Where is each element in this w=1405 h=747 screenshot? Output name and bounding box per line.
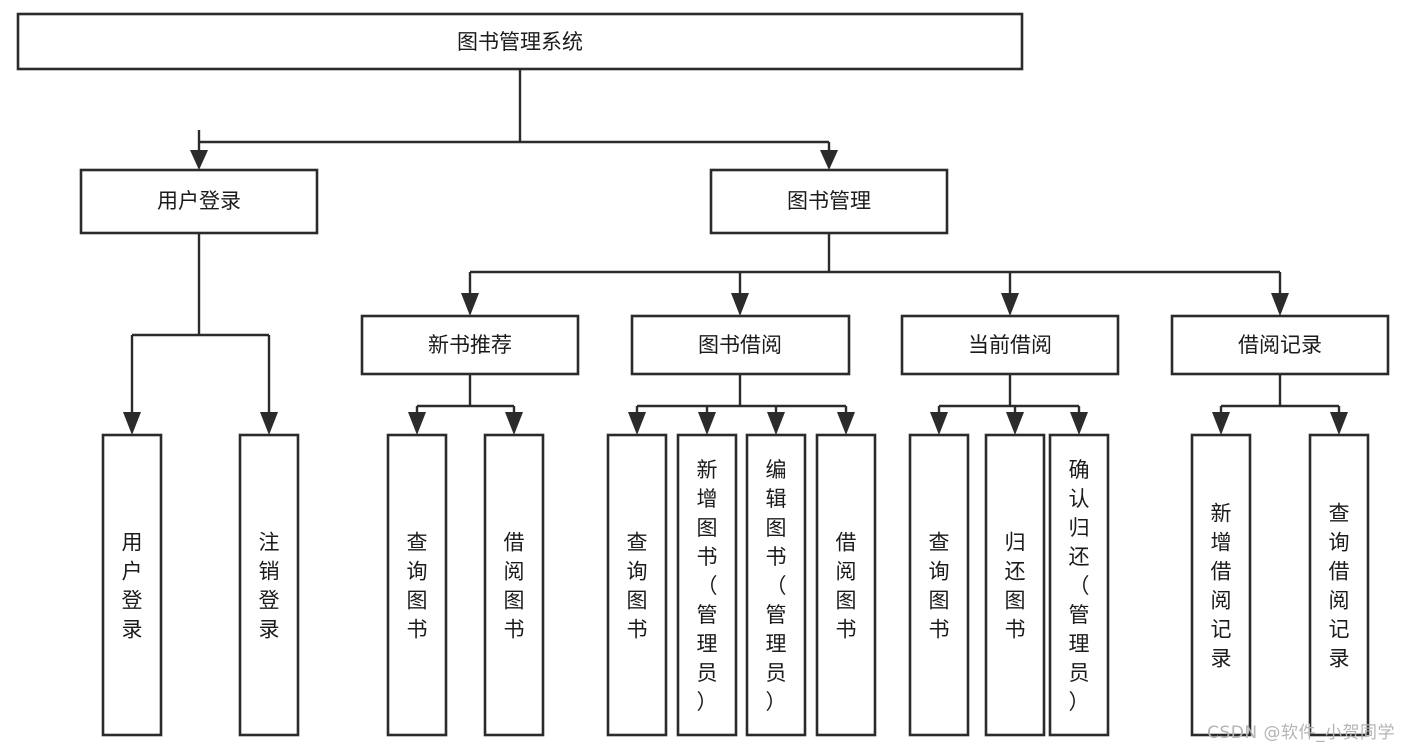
- connector-group-current-borrow-to-leaves: [930, 374, 1088, 435]
- node-leaf-user-login-label: 用户登录: [122, 531, 143, 642]
- arrow-to-leaf-query-book-3: [930, 412, 948, 435]
- node-new-book-recommend-label: 新书推荐: [428, 333, 512, 357]
- node-leaf-return-book-label: 归还图书: [1005, 531, 1026, 642]
- node-leaf-edit-book-admin-box[interactable]: [745, 433, 807, 737]
- node-book-management-box[interactable]: [709, 168, 949, 235]
- node-leaf-logout-login-label: 注销登录: [259, 531, 280, 642]
- node-root-system[interactable]: 图书管理系统: [16, 12, 1024, 71]
- node-leaf-query-book-3[interactable]: 查询图书: [908, 433, 970, 737]
- node-book-borrow[interactable]: 图书借阅: [630, 314, 851, 376]
- leaf-node-layer: 用户登录 注销登录 查询图书 借阅图书 查询图书 新增图书（管理员） 编辑图书（管理员） 借阅…: [101, 433, 1370, 737]
- connector-group-book-management-to-level3: [461, 233, 1289, 316]
- node-leaf-borrow-book-1-label: 借阅图书: [504, 531, 525, 642]
- node-leaf-query-book-1[interactable]: 查询图书: [386, 433, 448, 737]
- arrow-root-to-book-management: [820, 150, 838, 170]
- arrow-to-leaf-return-book: [1006, 412, 1024, 435]
- node-current-borrow[interactable]: 当前借阅: [900, 314, 1120, 376]
- node-leaf-add-borrow-record-box[interactable]: [1190, 433, 1252, 737]
- node-book-borrow-box[interactable]: [630, 314, 851, 376]
- node-current-borrow-label: 当前借阅: [968, 333, 1052, 357]
- node-leaf-query-book-3-box[interactable]: [908, 433, 970, 737]
- arrow-to-leaf-confirm-return-admin: [1070, 412, 1088, 435]
- node-leaf-query-book-2[interactable]: 查询图书: [606, 433, 668, 737]
- node-leaf-edit-book-admin-label: 编辑图书（管理员）: [766, 458, 787, 714]
- node-leaf-edit-book-admin[interactable]: 编辑图书（管理员）: [745, 433, 807, 737]
- node-leaf-return-book[interactable]: 归还图书: [984, 433, 1046, 737]
- arrow-to-leaf-edit-book-admin: [767, 412, 785, 435]
- arrow-to-current-borrow: [1001, 293, 1019, 316]
- node-leaf-confirm-return-admin-label: 确认归还（管理员）: [1069, 458, 1090, 714]
- node-leaf-borrow-book-1[interactable]: 借阅图书: [483, 433, 545, 737]
- node-leaf-logout-login[interactable]: 注销登录: [238, 433, 300, 737]
- node-current-borrow-box[interactable]: [900, 314, 1120, 376]
- node-borrow-record[interactable]: 借阅记录: [1170, 314, 1390, 376]
- node-user-login[interactable]: 用户登录: [79, 168, 319, 235]
- node-leaf-borrow-book-2-box[interactable]: [815, 433, 877, 737]
- arrow-to-leaf-add-borrow-record: [1212, 412, 1230, 435]
- node-root-box[interactable]: [16, 12, 1024, 71]
- arrow-to-leaf-add-book-admin: [698, 412, 716, 435]
- node-user-login-box[interactable]: [79, 168, 319, 235]
- node-leaf-add-book-admin-label: 新增图书（管理员）: [697, 458, 718, 714]
- node-leaf-query-book-2-box[interactable]: [606, 433, 668, 737]
- node-book-management-label: 图书管理: [787, 189, 871, 213]
- node-leaf-borrow-book-1-box[interactable]: [483, 433, 545, 737]
- arrow-to-leaf-query-book-2: [628, 412, 646, 435]
- connector-group-user-login-to-leaves: [123, 233, 278, 435]
- node-leaf-return-book-box[interactable]: [984, 433, 1046, 737]
- node-new-book-recommend-box[interactable]: [360, 314, 580, 376]
- node-leaf-user-login-box[interactable]: [101, 433, 163, 737]
- node-leaf-query-borrow-record-label: 查询借阅记录: [1329, 502, 1350, 671]
- node-leaf-confirm-return-admin[interactable]: 确认归还（管理员）: [1048, 433, 1110, 737]
- node-book-management[interactable]: 图书管理: [709, 168, 949, 235]
- node-leaf-query-book-2-label: 查询图书: [627, 531, 648, 642]
- node-book-borrow-label: 图书借阅: [698, 333, 782, 357]
- node-leaf-query-book-3-label: 查询图书: [929, 531, 950, 642]
- node-leaf-borrow-book-2[interactable]: 借阅图书: [815, 433, 877, 737]
- connector-group-borrow-record-to-leaves: [1212, 374, 1348, 435]
- node-leaf-query-borrow-record-box[interactable]: [1308, 433, 1370, 737]
- node-leaf-add-book-admin[interactable]: 新增图书（管理员）: [676, 433, 738, 737]
- connector-group-book-borrow-to-leaves: [628, 374, 855, 435]
- node-leaf-add-borrow-record[interactable]: 新增借阅记录: [1190, 433, 1252, 737]
- node-root-label: 图书管理系统: [457, 30, 583, 54]
- node-leaf-query-borrow-record[interactable]: 查询借阅记录: [1308, 433, 1370, 737]
- node-leaf-add-borrow-record-label: 新增借阅记录: [1211, 502, 1232, 671]
- arrow-to-borrow-record: [1271, 293, 1289, 316]
- node-leaf-query-book-1-label: 查询图书: [407, 531, 428, 642]
- node-leaf-borrow-book-2-label: 借阅图书: [836, 531, 857, 642]
- connector-group-new-book-recommend-to-leaves: [408, 374, 523, 435]
- arrow-to-leaf-query-borrow-record: [1330, 412, 1348, 435]
- arrow-to-leaf-borrow-book-1: [505, 412, 523, 435]
- node-borrow-record-box[interactable]: [1170, 314, 1390, 376]
- node-new-book-recommend[interactable]: 新书推荐: [360, 314, 580, 376]
- node-borrow-record-label: 借阅记录: [1238, 333, 1322, 357]
- node-user-login-label: 用户登录: [157, 189, 241, 213]
- arrow-to-book-borrow: [731, 293, 749, 316]
- csdn-watermark: CSDN @软件_小贺同学: [1207, 723, 1395, 743]
- node-leaf-confirm-return-admin-box[interactable]: [1048, 433, 1110, 737]
- arrow-root-to-user-login: [190, 150, 208, 170]
- arrow-to-leaf-query-book-1: [408, 412, 426, 435]
- node-leaf-add-book-admin-box[interactable]: [676, 433, 738, 737]
- arrow-to-new-book-recommend: [461, 293, 479, 316]
- arrow-to-leaf-user-login: [123, 412, 141, 435]
- node-leaf-logout-login-box[interactable]: [238, 433, 300, 737]
- arrow-to-leaf-borrow-book-2: [837, 412, 855, 435]
- node-leaf-query-book-1-box[interactable]: [386, 433, 448, 737]
- connector-group-root-to-level2: [190, 69, 838, 170]
- node-leaf-user-login[interactable]: 用户登录: [101, 433, 163, 737]
- arrow-to-leaf-logout-login: [260, 412, 278, 435]
